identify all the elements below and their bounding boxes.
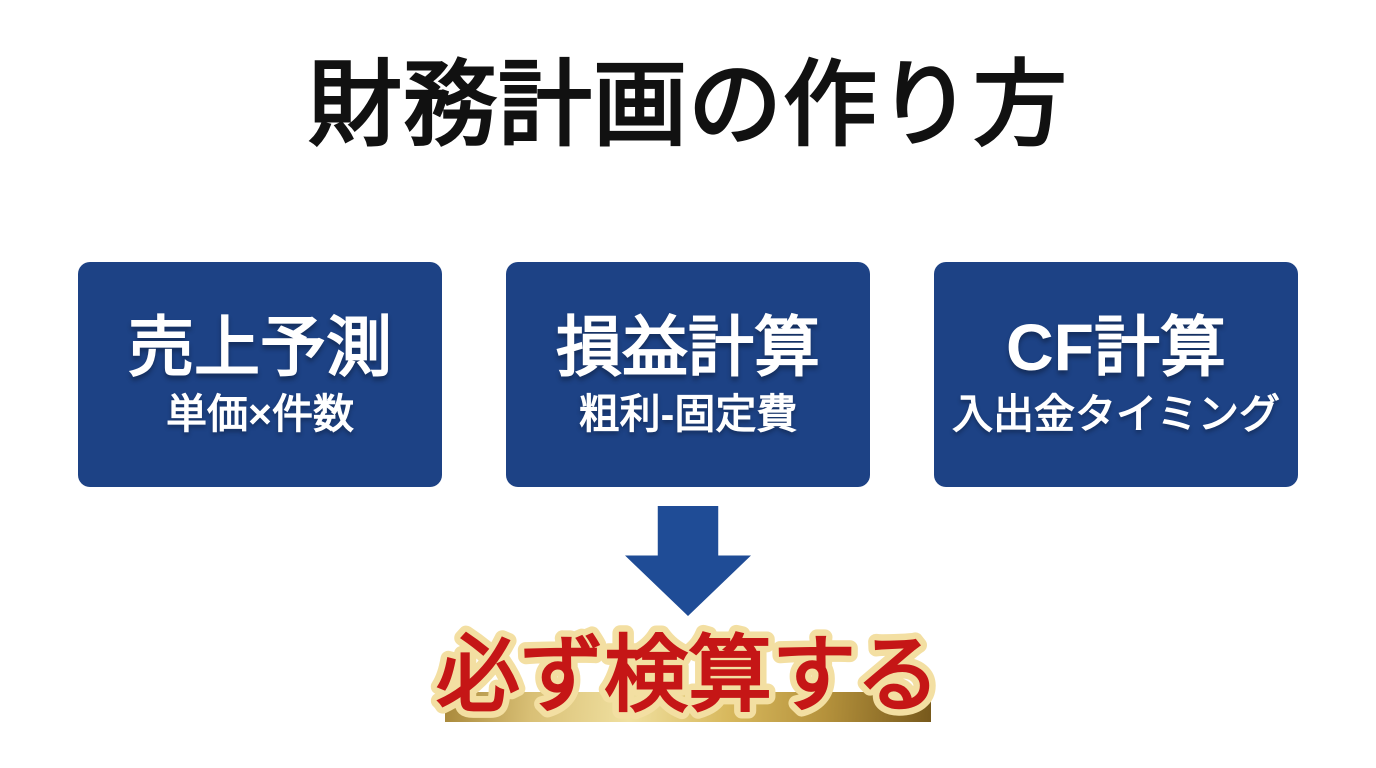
step-box-profit-loss: 損益計算 粗利-固定費	[506, 262, 870, 487]
step-sublabel: 単価×件数	[166, 391, 354, 437]
gold-underline	[445, 692, 931, 722]
step-label: 損益計算	[556, 310, 820, 384]
steps-row: 売上予測 単価×件数 損益計算 粗利-固定費 CF計算 入出金タイミング	[0, 262, 1376, 487]
conclusion-text: 必ず検算する	[436, 628, 940, 722]
step-label: 売上予測	[128, 310, 392, 384]
step-box-cashflow: CF計算 入出金タイミング	[934, 262, 1298, 487]
conclusion-banner: 必ず検算する	[0, 618, 1376, 725]
page-title: 財務計画の作り方	[307, 52, 1068, 157]
step-label: CF計算	[1006, 310, 1226, 384]
conclusion-text-graphic: 必ず検算する	[429, 622, 946, 725]
step-sublabel: 粗利-固定費	[578, 391, 798, 437]
step-sublabel: 入出金タイミング	[952, 391, 1280, 437]
step-box-sales-forecast: 売上予測 単価×件数	[78, 262, 442, 487]
down-arrow-icon	[625, 506, 751, 616]
